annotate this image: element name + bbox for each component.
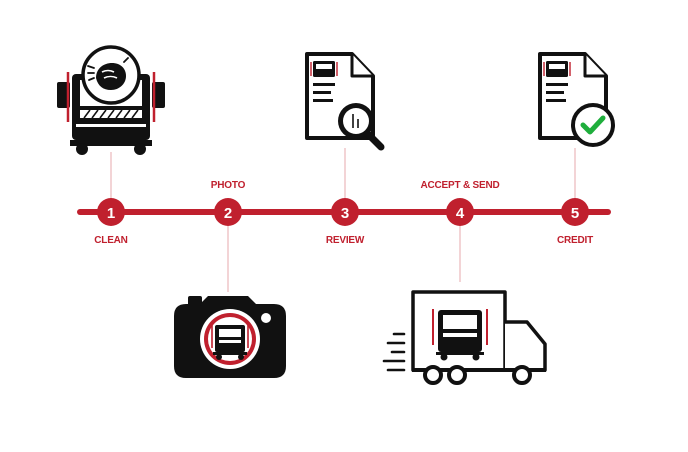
delivery-truck-icon [382, 290, 547, 385]
step-marker-1: 1 [97, 198, 125, 226]
step-label-3: REVIEW [325, 235, 365, 246]
step-number-2: 2 [224, 205, 232, 222]
step-number-3: 3 [341, 205, 349, 222]
step-number-5: 5 [571, 205, 579, 222]
step-marker-2: 2 [214, 198, 242, 226]
step-label-2: PHOTO [210, 180, 246, 191]
step-label-5: CREDIT [556, 235, 594, 246]
document-magnifier-icon [305, 52, 385, 151]
step-marker-5: 5 [561, 198, 589, 226]
step-number-4: 4 [456, 205, 465, 222]
step-label-1: CLEAN [94, 235, 128, 246]
step-marker-4: 4 [446, 198, 474, 226]
step-number-1: 1 [107, 205, 115, 222]
document-check-icon [538, 52, 615, 147]
camera-icon [174, 296, 286, 378]
cleaning-truck-icon [57, 45, 165, 155]
step-label-4: ACCEPT & SEND [420, 180, 500, 191]
step-marker-3: 3 [331, 198, 359, 226]
